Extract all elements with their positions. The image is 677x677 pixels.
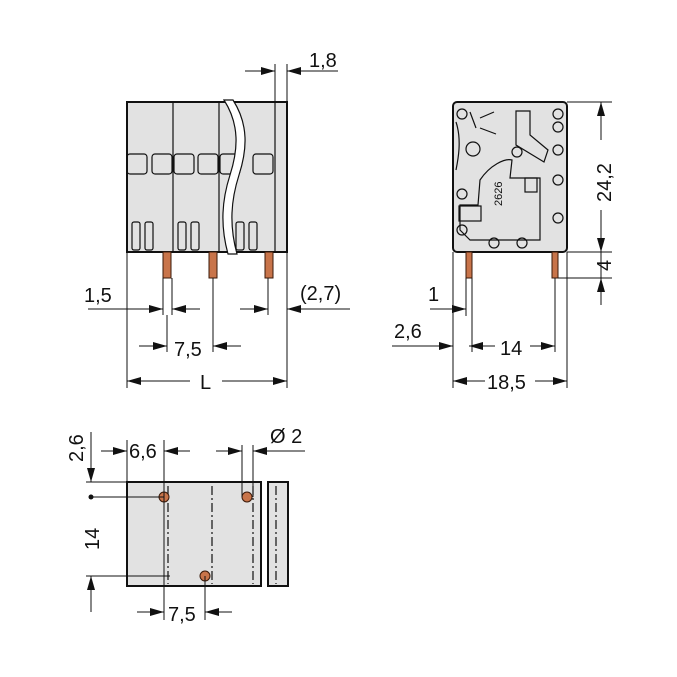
- dim-6-6: 6,6: [129, 441, 157, 463]
- pin: [465, 251, 473, 279]
- dim-18-5: 18,5: [487, 372, 526, 394]
- dim-1: 1: [428, 284, 439, 306]
- dim-bottom-2-6: 2,6: [66, 434, 88, 462]
- front-view: 1,8 1,5 (2,7) 7,5 L: [84, 50, 350, 394]
- dim-7-5: 7,5: [174, 339, 202, 361]
- front-slots: [126, 153, 274, 251]
- dim-24-2: 24,2: [594, 163, 616, 202]
- dim-bottom-7-5: 7,5: [168, 604, 196, 626]
- marking-text: 2626: [493, 182, 505, 206]
- dim-L: L: [200, 372, 211, 394]
- pin: [551, 251, 559, 279]
- side-view: 2626 24,2 4 1 2,6 14 18,5: [392, 101, 616, 394]
- dim-1-5: 1,5: [84, 285, 112, 307]
- dim-diameter-2: Ø 2: [270, 426, 302, 448]
- pin: [264, 251, 274, 279]
- dim-2-6: 2,6: [394, 321, 422, 343]
- bottom-body-left: [126, 481, 262, 587]
- bottom-body-right: [267, 481, 289, 587]
- front-body: [126, 101, 288, 253]
- side-details: [455, 108, 564, 249]
- pin-hole: [241, 491, 253, 503]
- pin: [208, 251, 218, 279]
- bottom-view: 2,6 6,6 Ø 2 14 7,5: [66, 426, 305, 626]
- break-line: [222, 99, 246, 255]
- dim-14: 14: [500, 338, 522, 360]
- pin: [162, 251, 172, 279]
- dim-4: 4: [594, 260, 616, 271]
- dim-2-7: (2,7): [300, 283, 341, 305]
- dim-1-8: 1,8: [309, 50, 337, 72]
- dim-bottom-14: 14: [82, 528, 104, 550]
